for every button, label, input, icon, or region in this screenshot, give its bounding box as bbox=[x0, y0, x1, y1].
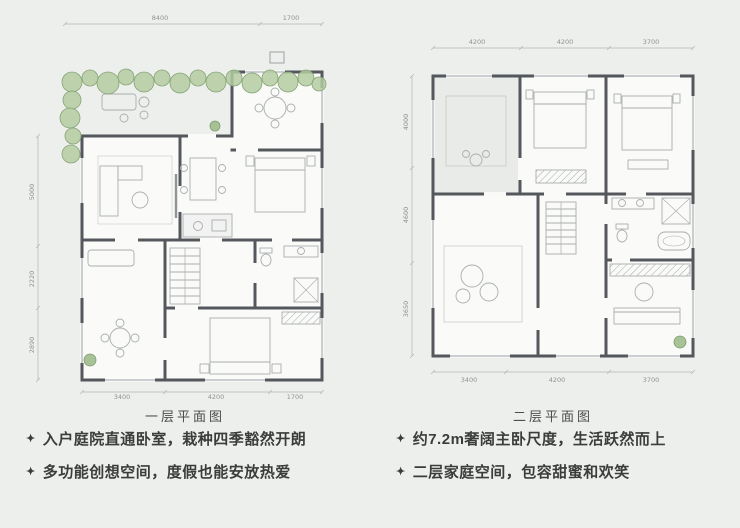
second-floor-plan-drawing: 4200 4200 3700 4000 4600 3650 3400 4200 … bbox=[402, 38, 696, 384]
first-floor-plan: 8400 1700 5000 2220 2890 3400 4200 1700 bbox=[20, 8, 350, 425]
dim-label: 4200 bbox=[469, 38, 486, 46]
terrace-floor bbox=[434, 77, 520, 194]
windows bbox=[431, 74, 695, 358]
dim-label: 3700 bbox=[643, 38, 660, 46]
dim-label: 4200 bbox=[208, 393, 225, 400]
furniture bbox=[87, 87, 321, 375]
feature-text: 约7.2m奢阔主卧尺度，生活跃然而上 bbox=[412, 431, 666, 448]
feature-bullet: ✦ 入户庭院直通卧室，栽种四季豁然开朗 bbox=[26, 430, 371, 450]
dim-label: 1700 bbox=[287, 393, 304, 400]
four-pointed-star-icon: ✦ bbox=[26, 433, 36, 445]
dimension-lines bbox=[35, 21, 325, 395]
roof-detail bbox=[269, 51, 285, 64]
dim-label: 1700 bbox=[283, 14, 300, 22]
dim-label: 3650 bbox=[402, 301, 410, 318]
feature-bullet: ✦ 约7.2m奢阔主卧尺度，生活跃然而上 bbox=[396, 430, 731, 450]
dimension-labels: 8400 1700 5000 2220 2890 3400 4200 1700 bbox=[28, 14, 303, 400]
door-openings bbox=[484, 158, 646, 330]
potted-plants bbox=[673, 335, 687, 349]
feature-bullet: ✦ 多功能创想空间，度假也能安放热爱 bbox=[26, 463, 371, 483]
feature-text: 入户庭院直通卧室，栽种四季豁然开朗 bbox=[42, 431, 307, 448]
second-floor-plan: 4200 4200 3700 4000 4600 3650 3400 4200 … bbox=[388, 8, 718, 425]
dimension-labels: 4200 4200 3700 4000 4600 3650 3400 4200 … bbox=[402, 38, 659, 384]
first-floor-features: ✦ 入户庭院直通卧室，栽种四季豁然开朗 ✦ 多功能创想空间，度假也能安放热爱 bbox=[26, 430, 371, 495]
first-floor-caption: 一层平面图 bbox=[144, 409, 225, 424]
dim-label: 4600 bbox=[402, 207, 410, 224]
windows bbox=[80, 70, 324, 382]
feature-text: 二层家庭空间，包容甜蜜和欢笑 bbox=[412, 463, 630, 481]
dim-label: 5000 bbox=[28, 184, 36, 201]
dimension-lines bbox=[409, 45, 696, 375]
dim-label: 2890 bbox=[28, 337, 36, 354]
four-pointed-star-icon: ✦ bbox=[26, 465, 36, 478]
dim-label: 8400 bbox=[152, 14, 169, 22]
first-floor-plan-drawing: 8400 1700 5000 2220 2890 3400 4200 1700 bbox=[28, 14, 327, 400]
feature-bullet: ✦ 二层家庭空间，包容甜蜜和欢笑 bbox=[396, 463, 731, 483]
dim-label: 3400 bbox=[461, 376, 478, 384]
second-floor-caption: 二层平面图 bbox=[512, 409, 593, 424]
four-pointed-star-icon: ✦ bbox=[396, 465, 406, 478]
four-pointed-star-icon: ✦ bbox=[396, 433, 406, 445]
dim-label: 2220 bbox=[28, 271, 36, 288]
garden-trees bbox=[59, 68, 327, 164]
door-openings bbox=[115, 134, 292, 360]
dim-label: 4200 bbox=[557, 38, 574, 46]
dim-label: 3400 bbox=[114, 393, 131, 400]
potted-plants bbox=[83, 120, 221, 367]
dim-label: 4000 bbox=[402, 114, 410, 131]
second-floor-features: ✦ 约7.2m奢阔主卧尺度，生活跃然而上 ✦ 二层家庭空间，包容甜蜜和欢笑 bbox=[396, 430, 731, 495]
furniture bbox=[443, 89, 691, 325]
dim-label: 3700 bbox=[643, 376, 660, 384]
feature-text: 多功能创想空间，度假也能安放热爱 bbox=[42, 463, 291, 481]
dim-label: 4200 bbox=[549, 376, 566, 384]
